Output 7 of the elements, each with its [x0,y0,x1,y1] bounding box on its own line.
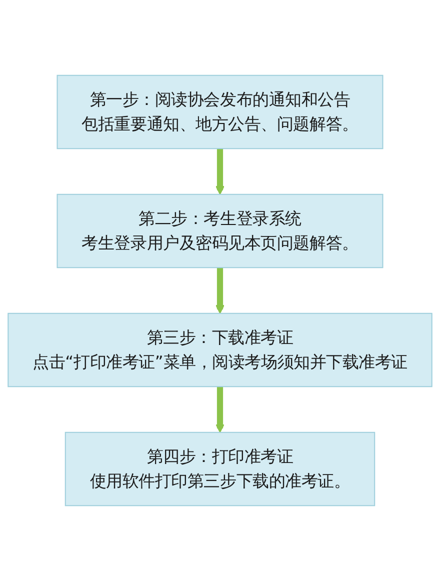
node-box: 第二步：考生登录系统 考生登录用户及密码见本页问题解答。 [56,194,384,268]
arrow [216,386,224,433]
node-box: 第三步：下载准考证 点击“打印准考证”菜单，阅读考场须知并下载准考证 [8,312,432,388]
node-box: 第四步：打印准考证 使用软件打印第三步下载的准考证。 [64,432,376,506]
arrow [216,148,224,195]
node-box: 第一步：阅读协会发布的通知和公告 包括重要通知、地方公告、问题解答。 [56,74,384,150]
arrow [216,268,224,314]
